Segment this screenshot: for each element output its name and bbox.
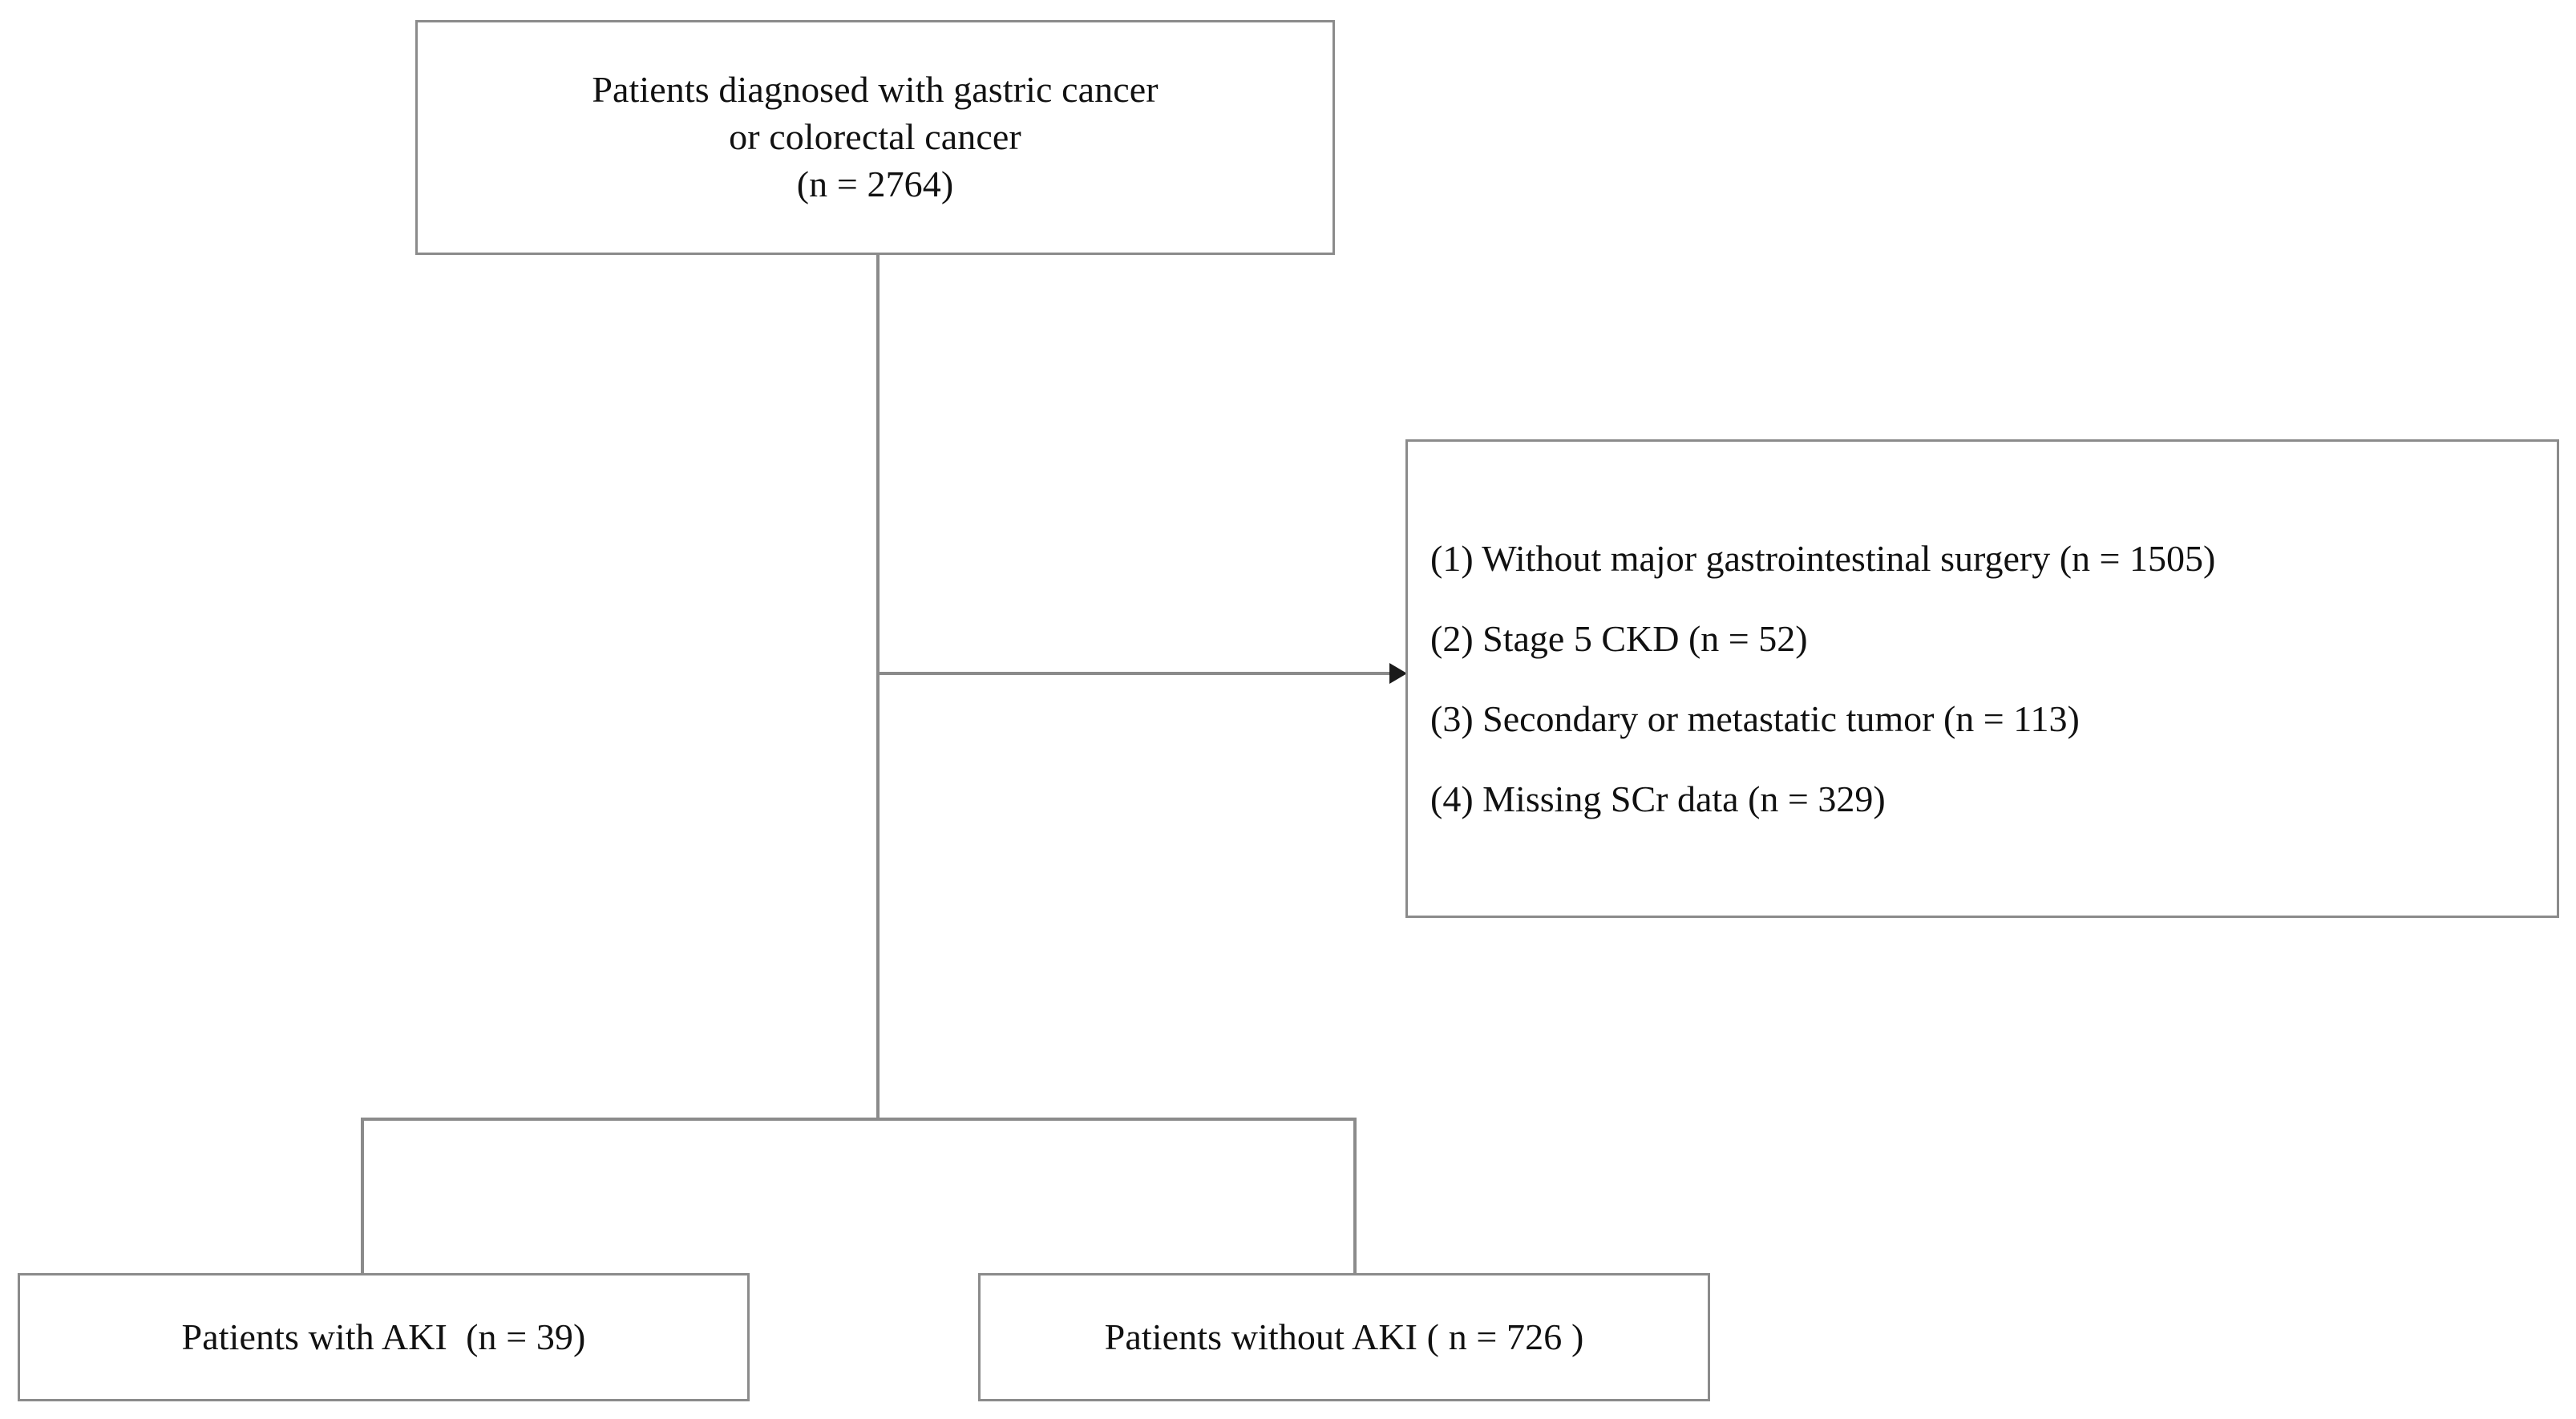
branch-left-connector	[361, 1118, 364, 1275]
exclusion-item: (3) Secondary or metastatic tumor (n = 1…	[1430, 697, 2080, 739]
exclusion-item: (2) Stage 5 CKD (n = 52)	[1430, 617, 1808, 659]
enrollment-line-3: (n = 2764)	[796, 163, 954, 204]
enrollment-line-1: Patients diagnosed with gastric cancer	[592, 69, 1159, 111]
exclusion-arrow-line	[876, 672, 1399, 675]
branch-right-connector	[1353, 1118, 1357, 1275]
exclusion-item: (1) Without major gastrointestinal surge…	[1430, 537, 2216, 579]
enrollment-box: Patients diagnosed with gastric cancer o…	[415, 20, 1335, 255]
exclusion-arrowhead	[1389, 663, 1407, 684]
outcome-box-without-aki: Patients without AKI ( n = 726 )	[978, 1273, 1710, 1401]
exclusion-item: (4) Missing SCr data (n = 329)	[1430, 778, 1886, 819]
outcome-without-aki-label: Patients without AKI ( n = 726 )	[1104, 1316, 1584, 1357]
exclusion-box: (1) Without major gastrointestinal surge…	[1405, 439, 2559, 918]
outcome-box-with-aki: Patients with AKI (n = 39)	[18, 1273, 750, 1401]
outcome-with-aki-label: Patients with AKI (n = 39)	[181, 1316, 586, 1357]
split-bar	[361, 1118, 1357, 1121]
trunk-connector	[876, 255, 880, 1119]
enrollment-line-2: or colorectal cancer	[729, 116, 1021, 158]
